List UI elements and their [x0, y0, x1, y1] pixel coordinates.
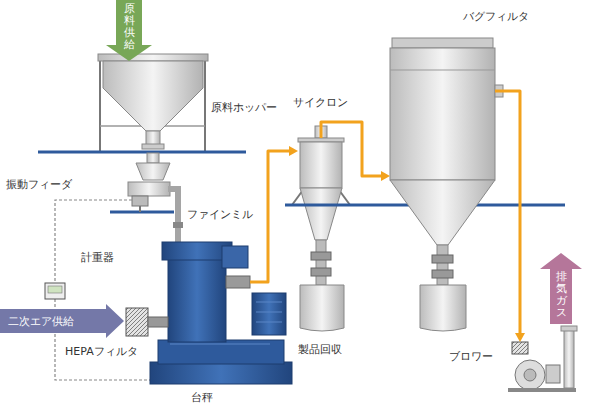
arrow-head — [381, 171, 390, 181]
hopper-leg — [99, 58, 101, 152]
cyclone-cone — [300, 188, 342, 240]
blower-casing — [515, 360, 545, 390]
part-label: 原料ホッパー — [210, 101, 278, 115]
part-label: 計重器 — [80, 251, 115, 265]
platform-scale — [150, 362, 292, 384]
blower-motor — [546, 365, 560, 383]
product-container — [300, 285, 344, 331]
chute-valve — [173, 222, 183, 228]
equipment-node: バグフィルタ — [390, 38, 495, 180]
mill-outlet — [226, 276, 250, 288]
hepa-filter — [126, 308, 148, 336]
motor-fin — [256, 322, 282, 323]
discharge-pipe — [437, 245, 448, 285]
bagfilter-cap — [392, 38, 493, 48]
equipment-node: ブロワー — [508, 342, 552, 392]
part-label: 振動フィーダ — [5, 178, 73, 192]
pipe-line — [495, 91, 520, 334]
arrow-body — [106, 0, 152, 61]
bagfilter-band — [390, 70, 495, 71]
bagfilter-body — [390, 48, 495, 180]
pipe-connector — [250, 146, 298, 282]
feeder-neck — [147, 153, 159, 163]
part-label: 製品回収 — [297, 343, 343, 357]
feeder-support — [139, 206, 141, 212]
discharge-pipe — [316, 240, 326, 285]
vibration-motor — [132, 196, 148, 206]
hopper-body — [103, 61, 203, 131]
arrow-label: 二次エア供給 — [8, 314, 74, 329]
mill-column — [168, 258, 226, 342]
rotary-valve — [311, 268, 331, 276]
equipment-node: サイクロン — [298, 138, 344, 245]
feeder-shelf — [110, 211, 174, 214]
feeder-hopper — [136, 163, 170, 180]
weight-indicator — [45, 283, 65, 299]
equipment-label: ファインミル — [186, 208, 254, 222]
raw-material-hopper — [98, 54, 208, 152]
rotary-valve — [432, 255, 453, 263]
blower-hub — [524, 369, 536, 381]
equipment-label: バグフィルタ — [462, 10, 530, 24]
platform-line — [38, 151, 246, 154]
indicator-screen — [48, 286, 62, 293]
arrow-label: 排気ガス — [556, 271, 567, 319]
signal-line — [55, 200, 132, 283]
equipment-node: ファインミル — [160, 242, 250, 345]
air-pipe — [148, 317, 168, 327]
equipment-label: サイクロン — [292, 96, 349, 110]
mill-side-motor — [252, 293, 286, 335]
flow-arrow-node: 排気ガス — [540, 253, 582, 324]
arrow-body — [0, 304, 124, 338]
arrow-head — [515, 333, 525, 342]
fines-container — [420, 285, 466, 331]
pipe-connector — [495, 91, 525, 342]
part-label: 台秤 — [190, 391, 214, 405]
arrow-body — [540, 253, 582, 324]
feed-chute — [168, 189, 178, 242]
motor-fin — [256, 302, 282, 303]
bagfilter-cone — [390, 180, 495, 245]
pipe-line — [321, 122, 382, 176]
mill-frame — [158, 340, 284, 364]
motor-fin — [256, 312, 282, 313]
equipment-label: ブロワー — [448, 350, 494, 364]
cyclone-body — [300, 142, 342, 188]
frame-detail — [170, 344, 270, 345]
mill-top-motor — [222, 246, 248, 268]
pipe-connector — [321, 122, 390, 181]
feeder-tray — [128, 182, 170, 196]
exhaust-stack — [564, 330, 574, 388]
stack-cap — [561, 326, 577, 331]
cyclone-top — [298, 138, 344, 142]
arrow-label: 原料供給 — [124, 3, 135, 51]
part-label: HEPAフィルタ — [64, 345, 139, 359]
blower-inlet — [512, 342, 528, 354]
rotary-valve — [311, 252, 331, 260]
hopper-leg — [204, 58, 206, 152]
flow-arrow-node: 二次エア供給 — [0, 304, 124, 338]
pipe-line — [250, 151, 290, 282]
arrow-head — [289, 146, 298, 156]
hopper-flange — [142, 144, 164, 149]
hopper-rim — [98, 54, 208, 61]
rotary-valve — [432, 270, 453, 278]
blower-base — [508, 388, 576, 392]
flow-arrow-node: 原料供給 — [106, 0, 152, 61]
